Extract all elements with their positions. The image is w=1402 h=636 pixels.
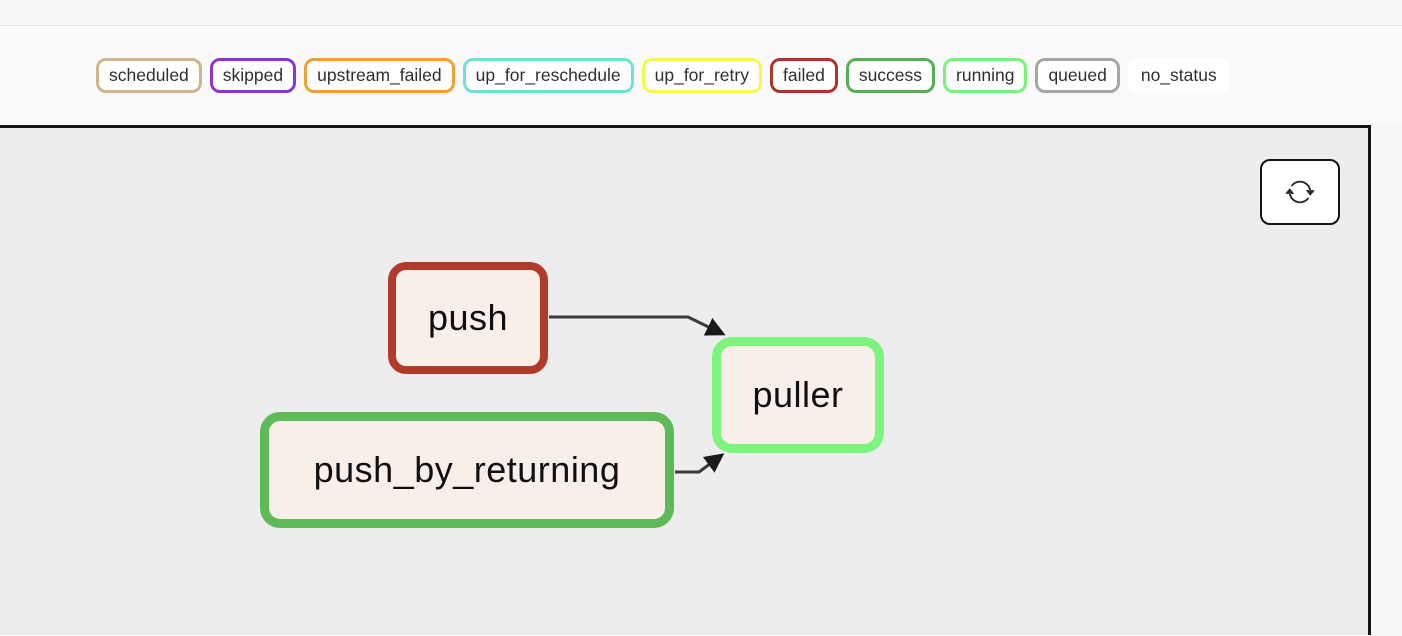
top-bar bbox=[0, 0, 1402, 26]
legend-badge-up-for-retry: up_for_retry bbox=[641, 58, 762, 93]
edge-layer bbox=[549, 315, 726, 474]
task-node-label: push bbox=[427, 297, 509, 338]
legend-badge-up-for-reschedule: up_for_reschedule bbox=[462, 58, 634, 93]
legend-badge-skipped: skipped bbox=[209, 58, 297, 93]
task-node-push-by-returning[interactable]: push_by_returning bbox=[260, 412, 674, 528]
legend-badge-upstream-failed: upstream_failed bbox=[304, 58, 455, 93]
legend-badge-success: success bbox=[845, 58, 936, 93]
task-node-push[interactable]: push bbox=[388, 262, 548, 374]
legend-badge-failed: failed bbox=[769, 58, 838, 93]
legend-badge-no-status: no_status bbox=[1127, 58, 1230, 93]
refresh-icon bbox=[1285, 180, 1315, 204]
legend-badge-running: running bbox=[943, 58, 1028, 93]
edge-push-to-puller bbox=[549, 315, 726, 336]
refresh-button[interactable] bbox=[1260, 159, 1340, 225]
dag-graph-panel: push push_by_returning puller bbox=[0, 125, 1371, 635]
edge-push-by-returning-to-puller bbox=[675, 453, 725, 474]
legend-badge-scheduled: scheduled bbox=[96, 58, 202, 93]
task-node-puller[interactable]: puller bbox=[712, 337, 884, 453]
task-node-label: puller bbox=[752, 374, 844, 415]
legend-badge-queued: queued bbox=[1035, 58, 1120, 93]
task-node-label: push_by_returning bbox=[313, 449, 621, 490]
status-legend: scheduled skipped upstream_failed up_for… bbox=[0, 26, 1402, 125]
